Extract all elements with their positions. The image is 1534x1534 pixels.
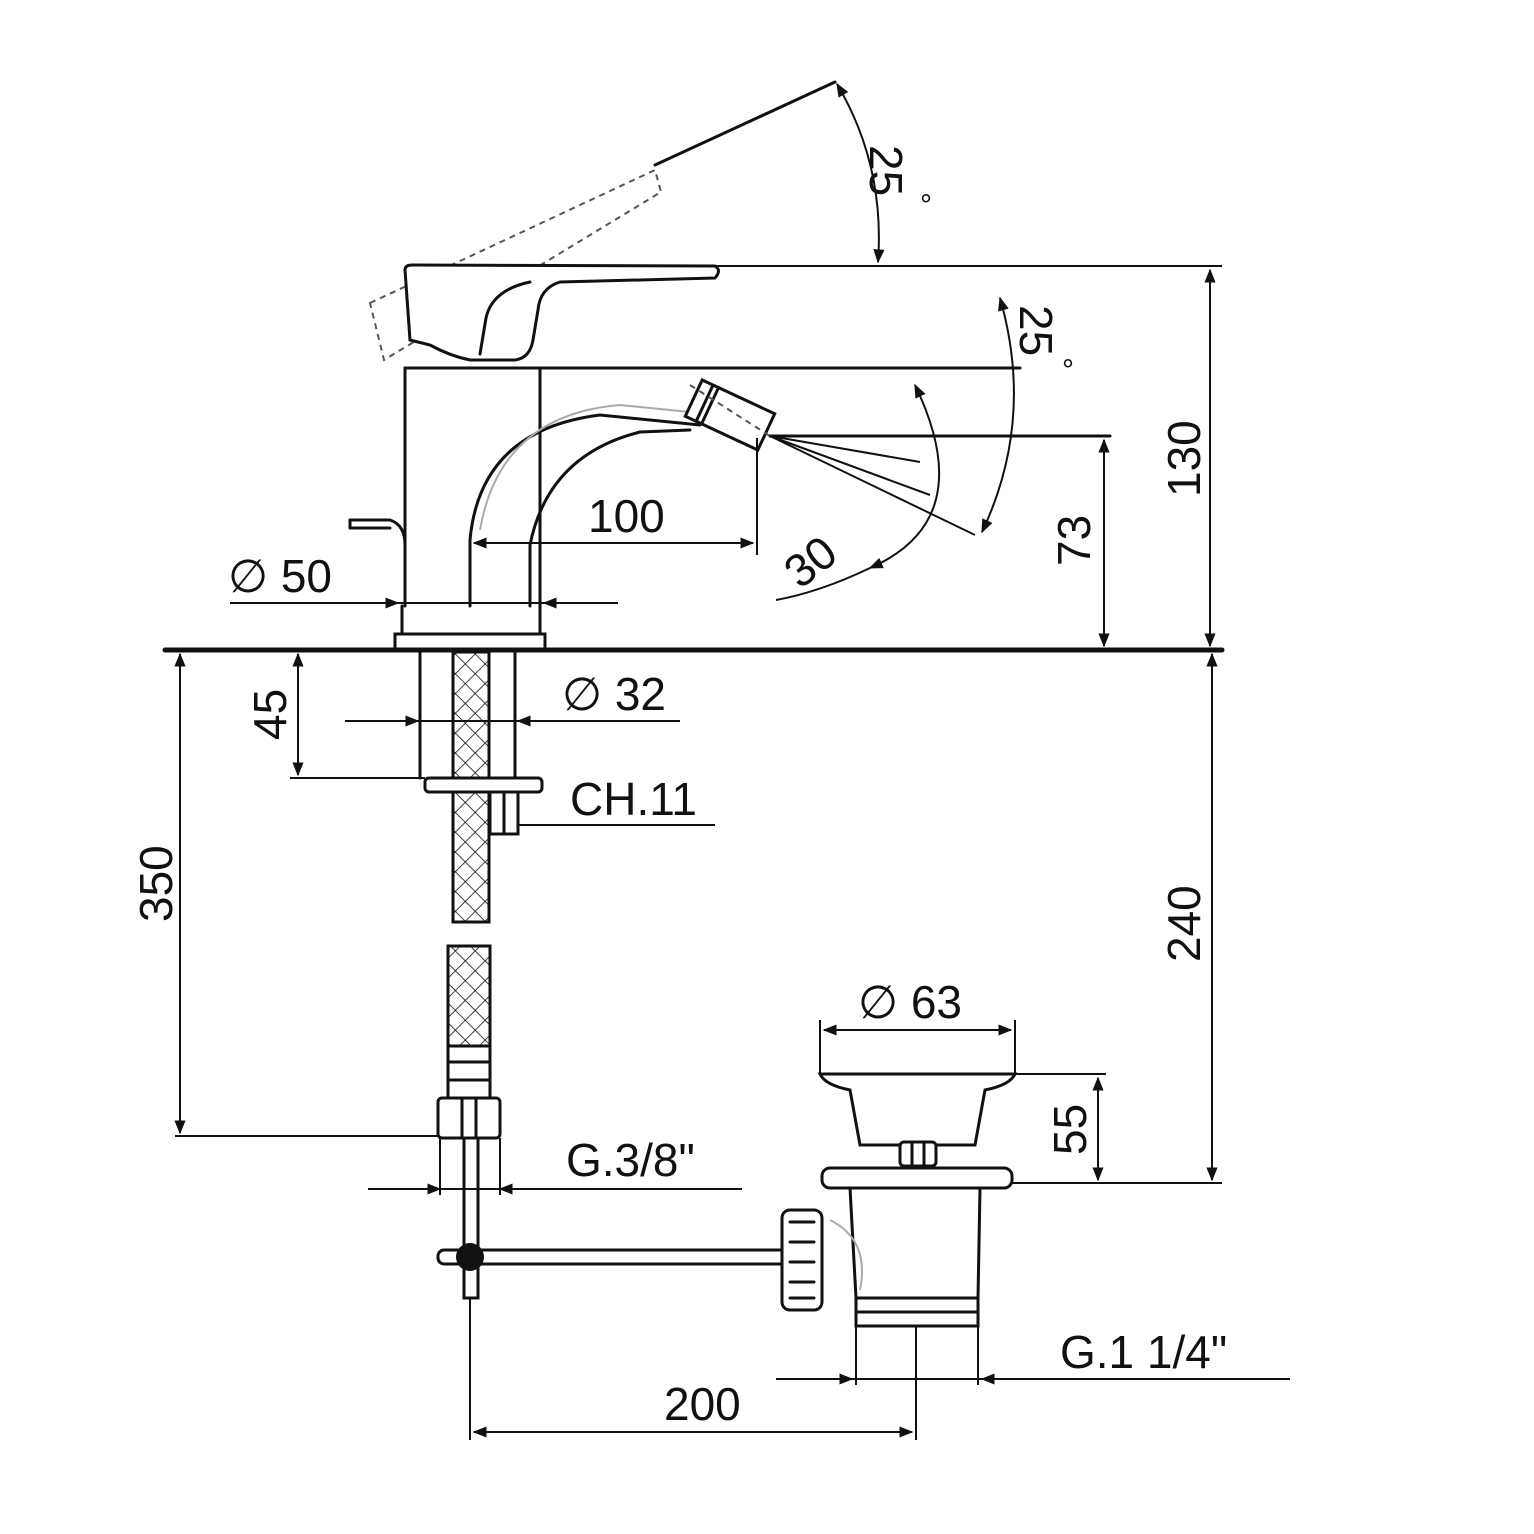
label-waste-offset: 200 bbox=[664, 1378, 741, 1430]
label-waste-height: 55 bbox=[1044, 1104, 1096, 1155]
waste-assembly bbox=[436, 1072, 1018, 1328]
label-hose-length: 350 bbox=[130, 845, 182, 922]
spout-inner bbox=[528, 428, 692, 608]
waste-flange bbox=[820, 1166, 1014, 1190]
dim-lever-angle-arc bbox=[836, 82, 885, 264]
waste-body bbox=[848, 1186, 982, 1300]
lever-neck bbox=[478, 280, 532, 356]
label-nut-size: CH.11 bbox=[570, 773, 697, 825]
spout-outer bbox=[468, 413, 702, 608]
label-spray-tilt-angle: 25 bbox=[1010, 305, 1062, 356]
label-spray-swivel-angle: 30 bbox=[774, 525, 846, 597]
label-lever-degree: ° bbox=[920, 189, 932, 222]
label-shank-diameter: ∅ 32 bbox=[562, 668, 666, 720]
lever-raised-extension bbox=[653, 80, 837, 167]
pop-up-rod bbox=[436, 1248, 790, 1266]
label-spray-degree: ° bbox=[1062, 354, 1074, 387]
pop-up-knob-lower bbox=[348, 518, 392, 530]
lever bbox=[403, 263, 720, 362]
dimension-labels: 25 ° 25 ° 30 130 73 100 ∅ 50 ∅ 32 45 CH.… bbox=[130, 145, 1227, 1430]
pop-up-pivot bbox=[456, 1243, 484, 1271]
label-pop-up-length: 240 bbox=[1158, 885, 1210, 962]
label-hose-connection: G.3/8" bbox=[566, 1134, 695, 1186]
dim-spray-swivel-arc bbox=[868, 383, 941, 569]
label-spout-height: 73 bbox=[1048, 515, 1100, 566]
label-total-height: 130 bbox=[1158, 420, 1210, 497]
label-waste-diameter: ∅ 63 bbox=[858, 976, 962, 1028]
spray-head bbox=[683, 377, 777, 453]
label-lever-tilt-angle: 25 bbox=[860, 145, 912, 196]
label-base-diameter: ∅ 50 bbox=[228, 550, 332, 602]
pop-up-knob bbox=[348, 518, 407, 547]
waste-plug-stem bbox=[898, 1140, 938, 1168]
hose-ferrule bbox=[446, 1044, 492, 1100]
spout-swivel-ghost bbox=[479, 403, 691, 531]
hose-nut bbox=[436, 1096, 502, 1140]
dim-spray-tilt-arc bbox=[981, 296, 1015, 534]
label-nut-thread-length: 45 bbox=[244, 689, 296, 740]
waste-outlet-ghost bbox=[829, 1219, 863, 1291]
lever-raised-outline bbox=[368, 168, 663, 362]
fixing-washer bbox=[423, 776, 544, 794]
label-waste-connection: G.1 1/4" bbox=[1060, 1326, 1227, 1378]
mixer-body bbox=[162, 80, 1225, 653]
braided-hose-lower bbox=[446, 944, 492, 1048]
waste-cap bbox=[817, 1072, 1018, 1147]
dimension-lines bbox=[174, 82, 1290, 1440]
label-spout-reach: 100 bbox=[588, 490, 665, 542]
connection-tail bbox=[462, 1136, 480, 1300]
waste-pivot-nut bbox=[780, 1208, 824, 1312]
shank-assembly bbox=[418, 650, 544, 1300]
